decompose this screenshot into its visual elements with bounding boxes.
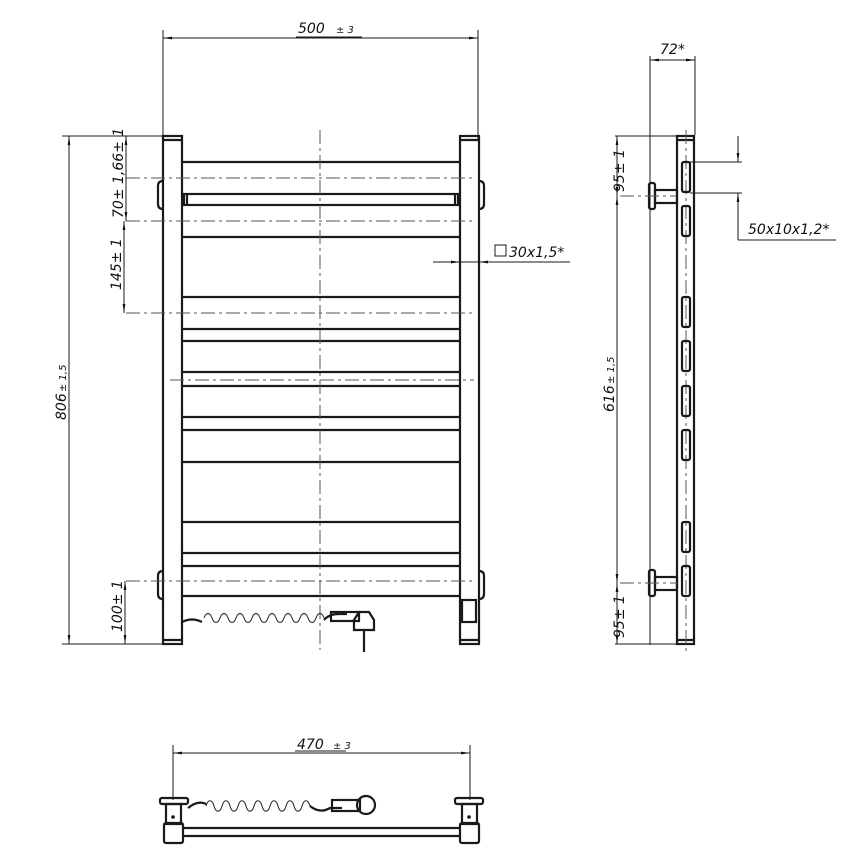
side-view: 72* 95± [602, 42, 836, 652]
profile-50x10x1-2: 50x10x1,2* [748, 222, 829, 238]
dim-width-500-tol: ± 3 [336, 25, 354, 36]
right-post [458, 134, 486, 646]
plug-head [352, 610, 376, 632]
rail-slots [680, 160, 692, 598]
dim-height-806-tol: ± 1,5 [58, 365, 69, 392]
dim-bottom-95: 95± 1 [612, 595, 628, 638]
dim-616-tol: ± 1,5 [606, 357, 617, 384]
power-cable [181, 610, 376, 652]
profile-30x1-5: 30x1,5* [509, 245, 564, 261]
dim-width-470-tol: ± 3 [333, 741, 351, 752]
dim-100: 100± 1 [110, 580, 126, 632]
dim-145: 145± 1 [109, 238, 125, 290]
wall-mount-bottom [620, 568, 679, 598]
left-post [156, 134, 184, 646]
dim-616: 616 [602, 385, 618, 412]
plug-body [329, 610, 361, 623]
rails [182, 160, 460, 598]
square-profile-icon [494, 244, 507, 257]
dim-top-95: 95± 1 [612, 149, 628, 192]
heating-element-box [460, 598, 478, 624]
dim-width-470: 470 [297, 737, 324, 753]
wall-mount-top [620, 181, 679, 211]
top-view: 470 ± 3 [158, 737, 485, 845]
dim-width-500: 500 [298, 21, 325, 37]
dim-height-806: 806 [54, 393, 70, 420]
front-view: 500 ± 3 [54, 21, 570, 652]
dim-70-66: 70± 1,66± 1 [111, 128, 127, 218]
dim-depth-72: 72* [660, 42, 685, 58]
